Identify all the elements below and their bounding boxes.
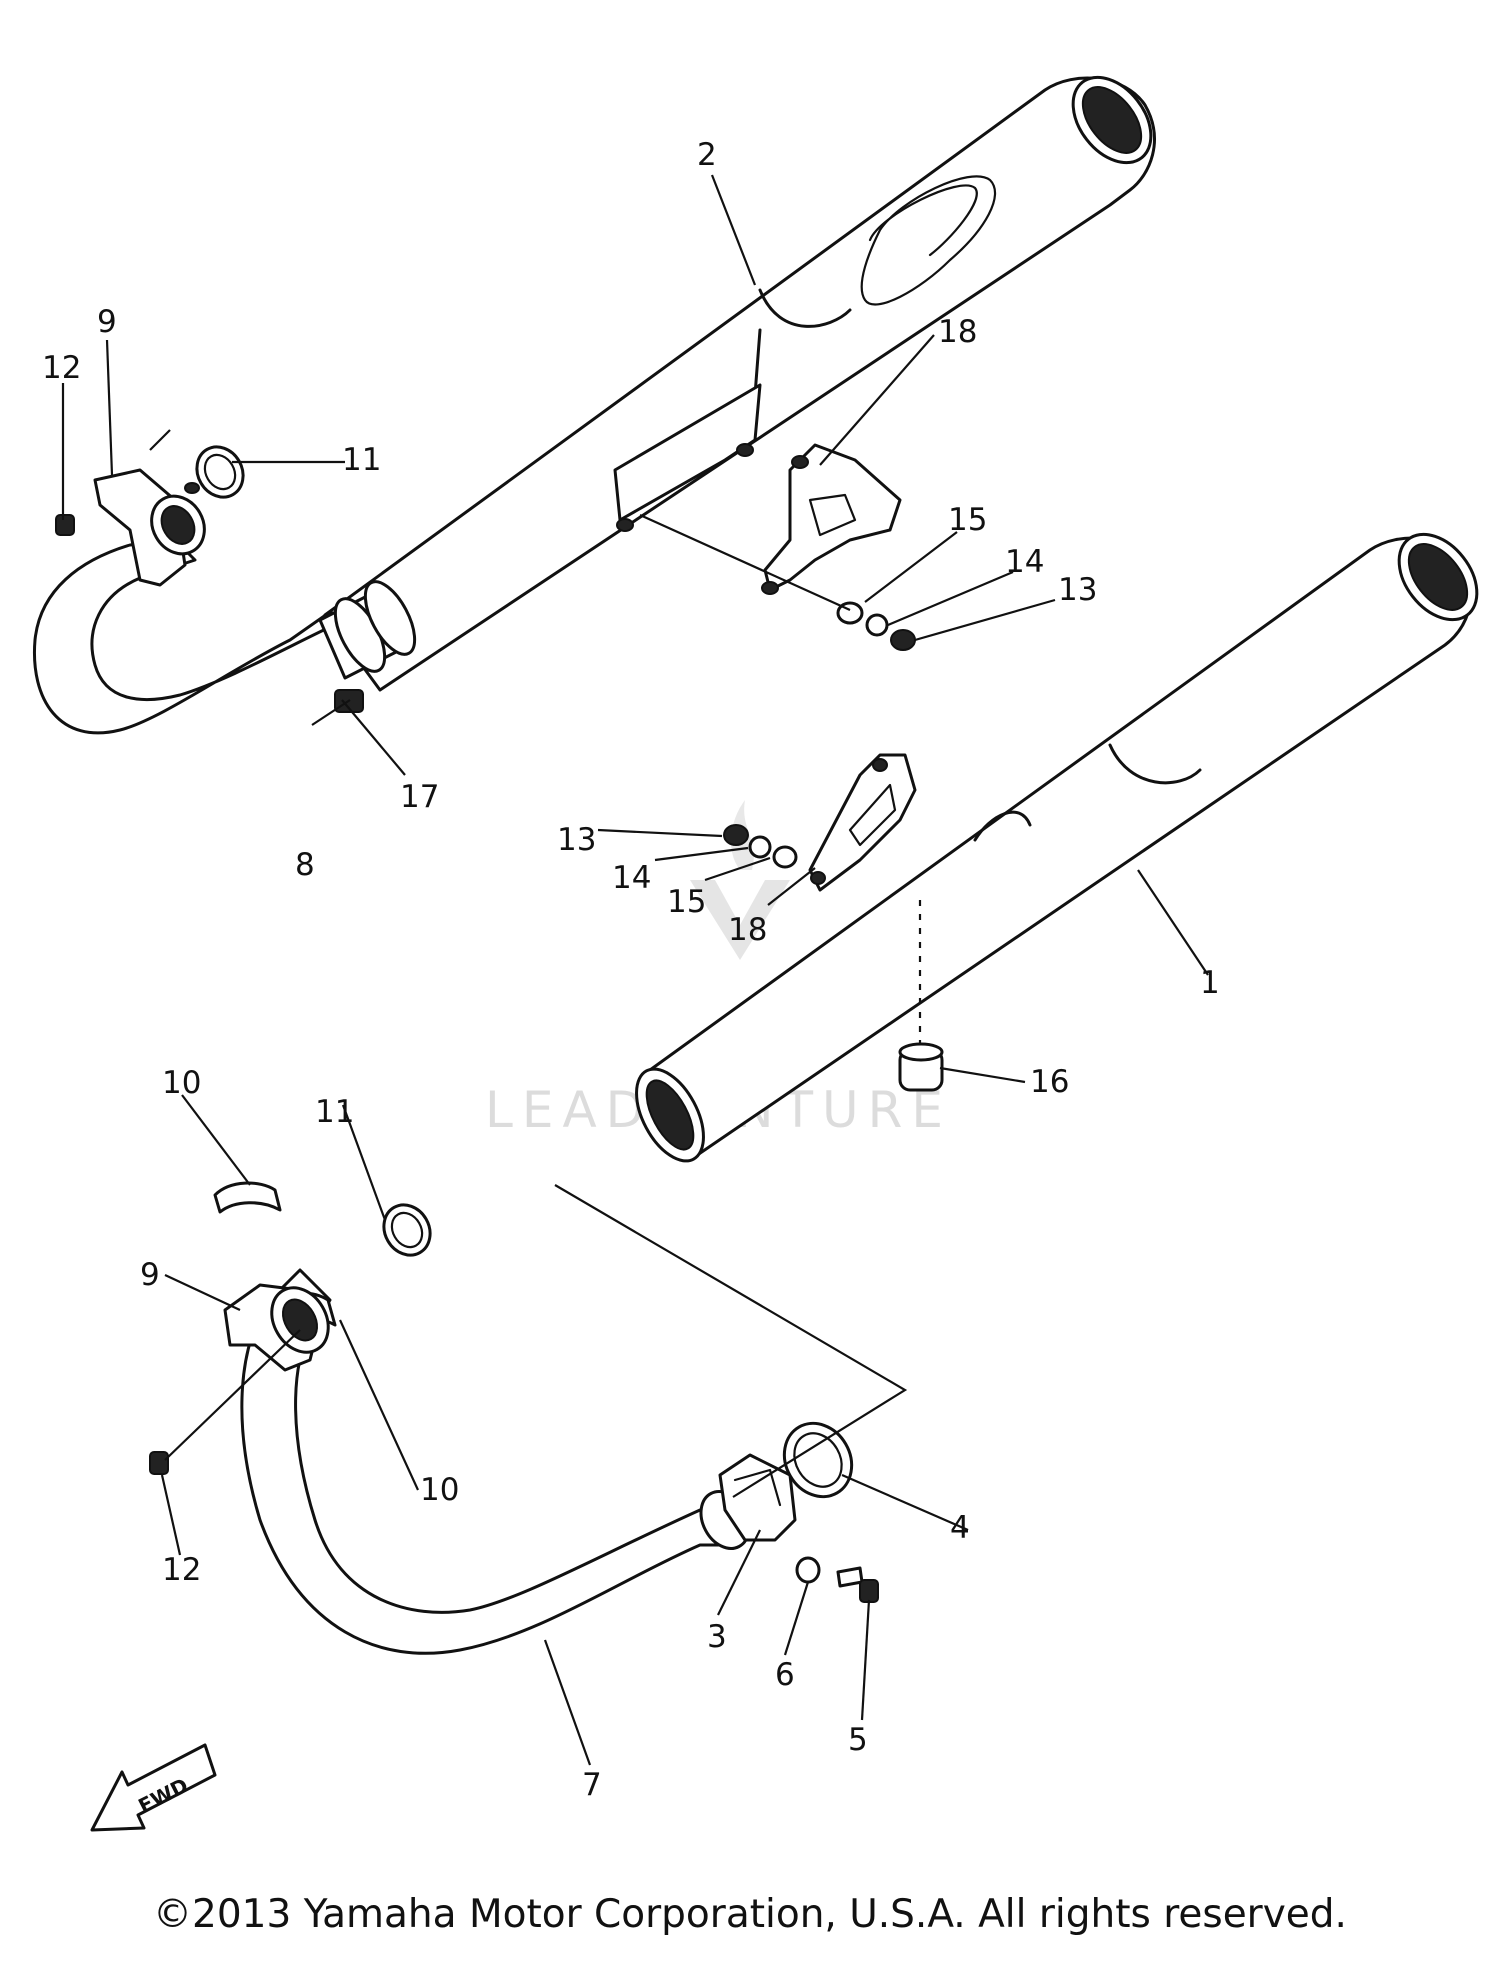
callout-15-upper: 15 (948, 502, 987, 538)
callout-9-lower: 9 (140, 1257, 160, 1293)
leader-lines (61, 174, 1209, 1766)
callout-18-lower: 18 (728, 912, 767, 948)
callout-3: 3 (707, 1619, 727, 1655)
callout-14-upper: 14 (1005, 544, 1044, 580)
muffler-upper (323, 75, 1156, 692)
callout-5: 5 (848, 1722, 868, 1758)
joint-hardware (554, 1184, 908, 1603)
callout-12-lower: 12 (162, 1552, 201, 1588)
copyright-notice: ©2013 Yamaha Motor Corporation, U.S.A. A… (153, 1892, 1347, 1937)
damper-16 (898, 900, 944, 1092)
callout-7: 7 (582, 1767, 602, 1803)
callout-12-upper: 12 (42, 350, 81, 386)
callout-2: 2 (697, 137, 717, 173)
bracket-lower (723, 753, 917, 892)
callout-9-upper: 9 (97, 304, 117, 340)
exhaust-pipe-lower (240, 1268, 751, 1655)
callout-10-upper: 10 (162, 1065, 201, 1101)
flange-upper (55, 429, 245, 587)
bracket-upper (639, 443, 916, 651)
callout-6: 6 (775, 1657, 795, 1693)
callout-14-lower: 14 (612, 860, 651, 896)
flange-lower (149, 1181, 432, 1475)
callout-1: 1 (1200, 965, 1220, 1001)
callout-18-upper: 18 (938, 314, 977, 350)
callout-11-upper: 11 (342, 442, 381, 478)
callout-10-lower: 10 (420, 1472, 459, 1508)
callout-13-upper: 13 (1058, 572, 1097, 608)
callout-16: 16 (1030, 1064, 1069, 1100)
fwd-arrow-icon: FWD (90, 1743, 217, 1832)
callout-15-lower: 15 (667, 884, 706, 920)
callout-11-lower: 11 (315, 1094, 354, 1130)
muffler-lower (635, 532, 1479, 1163)
callout-13-lower: 13 (557, 822, 596, 858)
callout-4: 4 (950, 1510, 970, 1546)
callout-8: 8 (295, 847, 315, 883)
part-callouts: 2 9 12 11 18 15 14 13 17 8 13 14 15 18 1… (42, 137, 1220, 1803)
callout-17: 17 (400, 779, 439, 815)
exhaust-pipe-upper (32, 538, 417, 735)
